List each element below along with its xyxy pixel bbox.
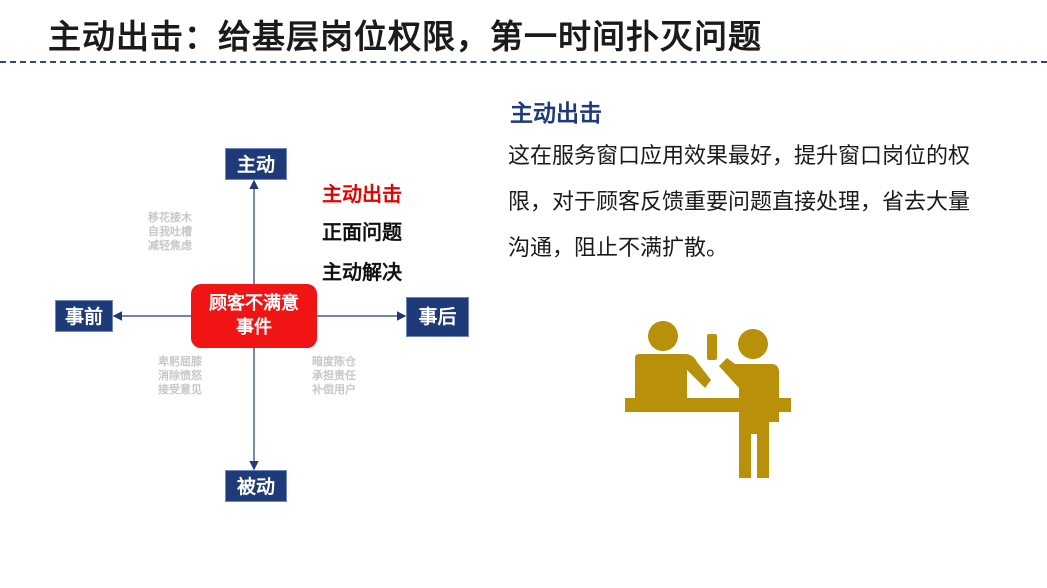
action-label-face-problem: 正面问题 — [322, 220, 402, 244]
center-event-line2: 事件 — [236, 317, 272, 338]
quadrant-bl-line: 消除愤怒 — [158, 369, 202, 382]
axis-label-passive: 被动 — [225, 470, 287, 502]
quadrant-bl-line: 接受意见 — [158, 383, 202, 396]
axis-label-before: 事前 — [55, 300, 113, 332]
axis-label-after: 事后 — [406, 297, 469, 337]
quadrant-top-left: 移花接木 自我吐槽 减轻焦虑 — [135, 211, 205, 253]
axis-label-active: 主动 — [225, 148, 287, 180]
page-title: 主动出击：给基层岗位权限，第一时间扑灭问题 — [48, 17, 762, 56]
action-label-resolve: 主动解决 — [322, 260, 402, 284]
quadrant-br-line: 暗度陈仓 — [312, 355, 356, 368]
center-event-box: 顾客不满意 事件 — [191, 284, 317, 348]
quadrant-br-line: 补偿用户 — [312, 383, 356, 396]
action-label-proactive: 主动出击 — [322, 182, 402, 206]
quadrant-bottom-right: 暗度陈仓 承担责任 补偿用户 — [299, 355, 369, 397]
quadrant-br-line: 承担责任 — [312, 369, 356, 382]
section-heading: 主动出击 — [510, 101, 602, 127]
quadrant-bl-line: 卑躬屈膝 — [158, 355, 202, 368]
quadrant-bottom-left: 卑躬屈膝 消除愤怒 接受意见 — [145, 355, 215, 397]
quadrant-tl-line: 移花接木 — [148, 211, 192, 224]
quadrant-tl-line: 自我吐槽 — [148, 225, 192, 238]
center-event-line1: 顾客不满意 — [209, 293, 299, 314]
title-divider — [0, 61, 1047, 63]
section-paragraph: 这在服务窗口应用效果最好，提升窗口岗位的权限，对于顾客反馈重要问题直接处理，省去… — [508, 144, 971, 261]
quadrant-tl-line: 减轻焦虑 — [148, 239, 192, 252]
service-counter-icon — [625, 321, 791, 478]
